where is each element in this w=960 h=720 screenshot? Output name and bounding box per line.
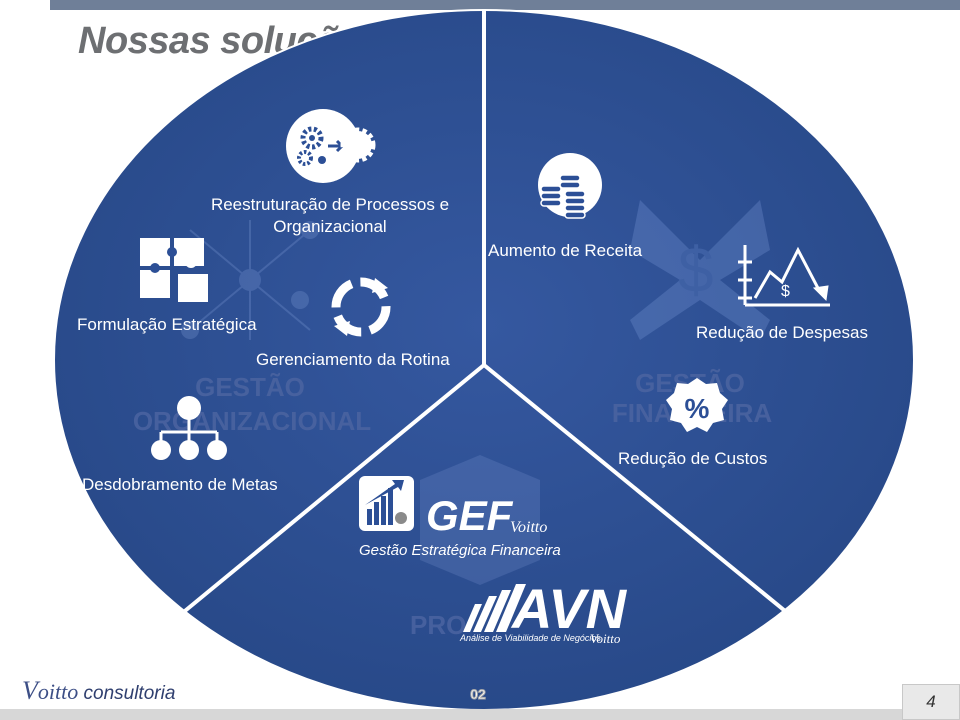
page-number: 4	[902, 684, 960, 720]
watermark-produtos: PRO	[410, 610, 466, 640]
svg-text:%: %	[685, 393, 710, 424]
avn-stripes	[463, 584, 526, 632]
gef-brand: Voitto	[510, 519, 547, 536]
label-reestruturacao-1: Reestruturação de Processos e	[211, 195, 449, 214]
gef-product-logo[interactable]: GEF Voitto Gestão Estratégica Financeira	[359, 476, 561, 559]
svg-text:$: $	[678, 234, 714, 306]
arrows-background-icon: $	[630, 200, 770, 340]
slide-code: 02	[470, 686, 487, 703]
gef-subtitle: Gestão Estratégica Financeira	[359, 542, 561, 559]
coins-icon	[538, 153, 602, 219]
voitto-consultoria-logo: Voitto consultoria	[22, 676, 175, 706]
label-gerenciamento-rotina: Gerenciamento da Rotina	[256, 350, 450, 369]
hierarchy-icon	[151, 396, 227, 460]
footer-bar	[0, 709, 960, 720]
growth-chart-bars	[365, 480, 407, 525]
avn-product-logo[interactable]: AVN Análise de Viabilidade de Negócios V…	[459, 577, 628, 646]
avn-brand: Voitto	[590, 631, 621, 646]
label-reducao-despesas: Redução de Despesas	[696, 323, 868, 342]
logo-oitto: oitto	[37, 679, 79, 704]
label-desdobramento-metas: Desdobramento de Metas	[82, 475, 278, 494]
avn-subtitle: Análise de Viabilidade de Negócios	[459, 633, 601, 643]
svg-text:$: $	[781, 283, 790, 300]
label-aumento-receita: Aumento de Receita	[488, 241, 643, 260]
percent-badge-icon: %	[666, 378, 728, 432]
divider-right	[482, 363, 792, 617]
divider-left	[178, 363, 486, 617]
top-accent-bar	[50, 0, 960, 10]
cycle-icon	[331, 277, 391, 337]
watermark-gestao-organizacional-1: GESTÃO	[195, 372, 305, 402]
people-network-background-icon	[181, 220, 319, 340]
puzzle-icon	[140, 238, 208, 302]
label-reestruturacao-2: Organizacional	[273, 217, 386, 236]
label-formulacao-estrategica: Formulação Estratégica	[77, 315, 257, 334]
gef-name: GEF	[426, 492, 514, 539]
boxes-background-icon	[420, 455, 540, 585]
logo-consultoria: consultoria	[78, 683, 176, 704]
avn-name: AVN	[510, 577, 628, 640]
logo-v: V	[22, 676, 38, 705]
label-reducao-custos: Redução de Custos	[618, 449, 767, 468]
gears-icon	[286, 109, 376, 183]
declining-chart-icon: $	[738, 245, 830, 307]
